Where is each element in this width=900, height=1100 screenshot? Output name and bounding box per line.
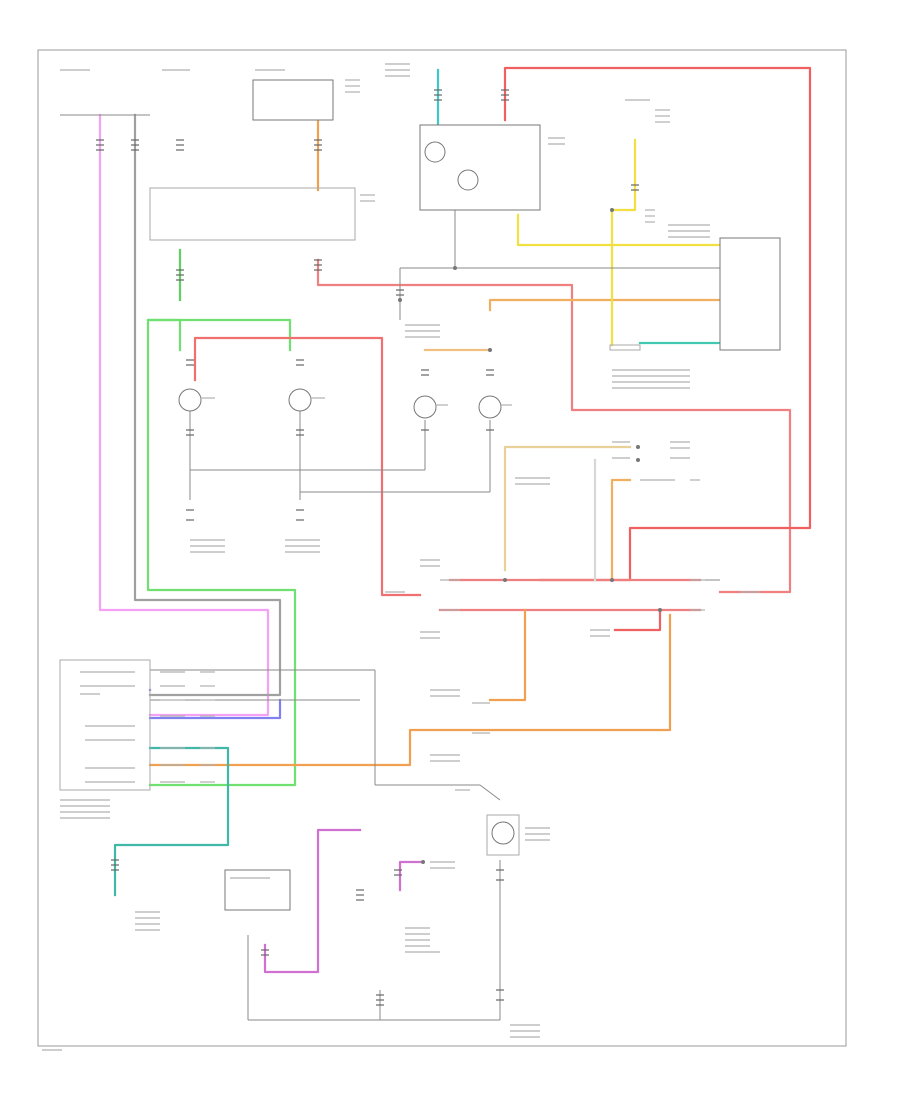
- wire-yellow: [610, 138, 637, 347]
- wire-grey-left: [133, 113, 282, 697]
- headlamp-right: [288, 388, 312, 412]
- wire-tan: [503, 445, 632, 572]
- wire-red-fuse: [613, 608, 662, 632]
- module-box: [419, 124, 541, 211]
- pigtail-box: [609, 344, 641, 351]
- switch-box-mid: [149, 187, 356, 241]
- wire-pink-left: [98, 113, 270, 717]
- bulb-housing: [486, 814, 520, 856]
- wire-teal-bottom: [113, 746, 230, 897]
- diagram-frame: [37, 49, 847, 1047]
- wire-orange-right: [488, 608, 527, 702]
- control-module: [719, 237, 781, 351]
- thin-line-layer: [60, 114, 720, 1021]
- wire-red-switch: [316, 258, 792, 594]
- component-layer: [59, 79, 781, 911]
- bulb-bottom: [491, 821, 515, 845]
- dimmer-switch: [224, 869, 291, 911]
- wire-orange-long: [148, 613, 672, 767]
- wire-blue-b: [148, 698, 282, 720]
- junction-layer: [398, 208, 662, 864]
- module-gauge-right: [457, 169, 479, 191]
- wire-layer: [98, 66, 812, 974]
- module-gauge-left: [424, 141, 446, 163]
- illegible-label-layer: [42, 63, 760, 1051]
- switch-box-top: [252, 79, 334, 121]
- headlamp-left: [178, 388, 202, 412]
- lamp-left: [413, 395, 437, 419]
- wire-yellow-b: [516, 213, 722, 247]
- wire-magenta-a: [263, 828, 362, 974]
- wire-magenta-b: [398, 860, 422, 892]
- connector-block: [59, 659, 151, 791]
- wire-orange-ctl: [488, 298, 722, 312]
- wire-red-headlamp: [193, 336, 422, 597]
- wire-green-top: [146, 318, 292, 352]
- lamp-right: [478, 395, 502, 419]
- wire-orange-upper: [610, 478, 632, 582]
- connector-layer: [96, 89, 639, 1006]
